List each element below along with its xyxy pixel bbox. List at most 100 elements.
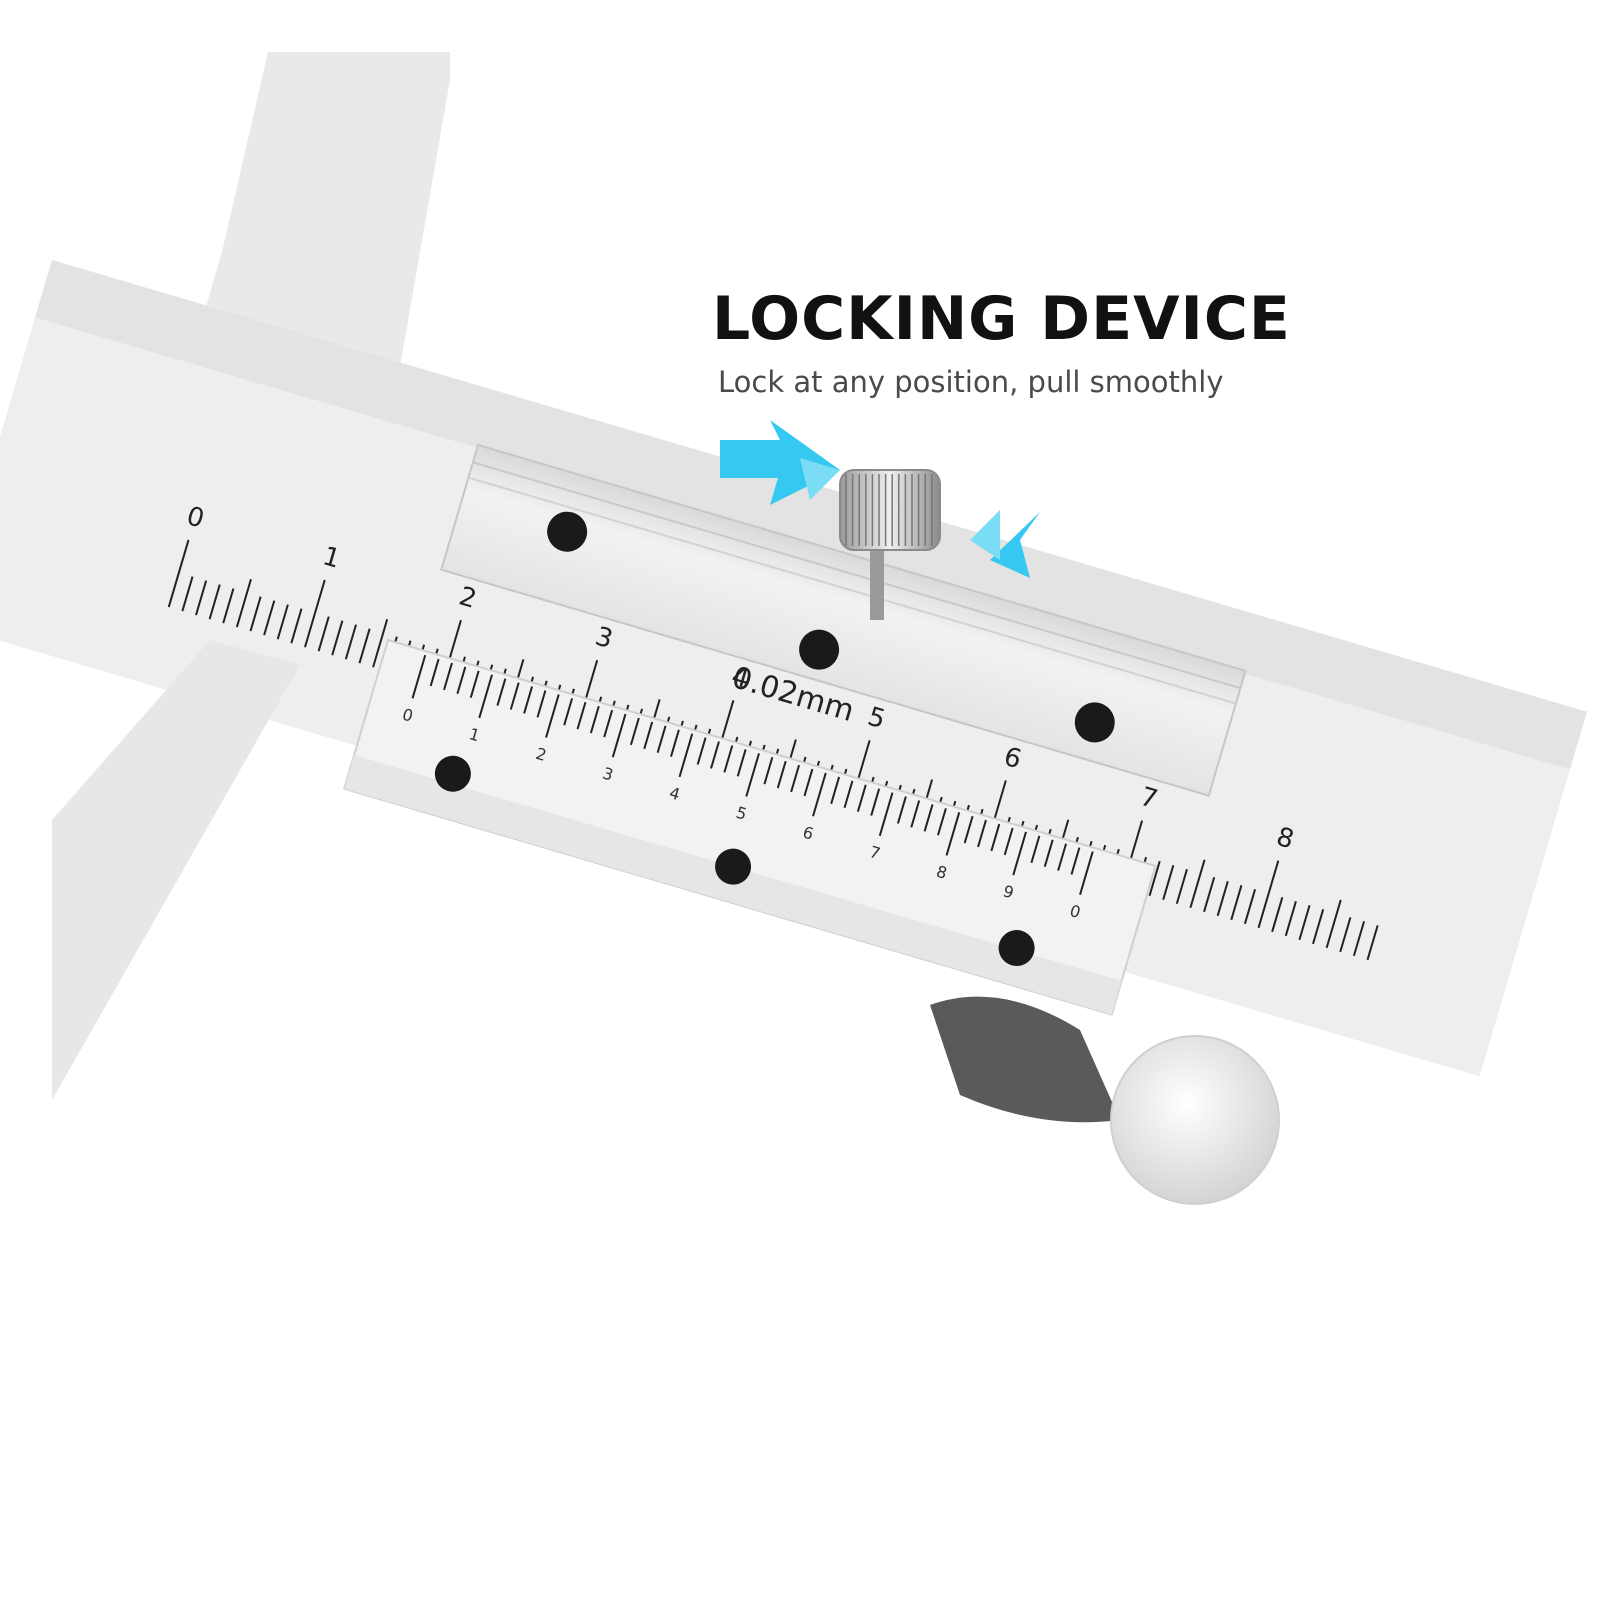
vernier-scale-tick: [896, 796, 907, 824]
main-scale-tick: [1175, 868, 1188, 905]
main-scale-tick: [317, 616, 330, 652]
main-scale-tick: [304, 579, 326, 648]
main-scale-tick: [1243, 888, 1257, 925]
vernier-scale-tick: [611, 713, 627, 758]
main-scale-tick: [344, 624, 357, 660]
main-scale-tick: [1203, 876, 1216, 913]
vernier-scale-tick: [736, 749, 747, 777]
bar-screw: [799, 629, 840, 670]
main-scale-tick: [1257, 860, 1280, 929]
vernier-scale-tick: [1070, 847, 1081, 875]
main-scale-tick: [372, 618, 389, 668]
vernier-scale-tick: [937, 808, 947, 836]
vernier-scale-tick: [1079, 851, 1094, 896]
main-scale-tick: [1162, 864, 1175, 901]
vernier-scale-tick: [429, 658, 440, 687]
bar-screw: [1074, 702, 1115, 743]
main-scale-tick: [1271, 897, 1284, 933]
vernier-scale-tick: [963, 815, 974, 844]
vernier-scale-tick: [1030, 835, 1041, 864]
main-scale-tick: [1148, 860, 1161, 897]
main-scale-tick: [167, 539, 190, 608]
vernier-scale-tick: [803, 768, 814, 797]
vernier-scale-tick: [878, 792, 894, 837]
main-scale-tick: [195, 580, 208, 616]
vernier-scale-tick: [629, 717, 640, 746]
thumb-wheel-dark: [930, 996, 1120, 1123]
main-scale-tick: [1284, 901, 1297, 937]
lower-fixed-jaw: [52, 640, 300, 1100]
vernier-scale-tick: [812, 772, 827, 817]
main-scale-tick: [276, 604, 289, 640]
vernier-scale-tick: [670, 729, 680, 757]
main-scale-tick: [1325, 899, 1342, 949]
vernier-scale-tick: [456, 666, 467, 695]
main-scale-tick: [358, 628, 371, 664]
double-arrow-left-icon: [970, 510, 1040, 578]
vernier-scale-tick: [745, 753, 760, 797]
main-scale-tick: [1216, 880, 1229, 917]
vernier-scale-tick: [678, 733, 694, 778]
bar-groove: [472, 461, 1241, 690]
main-scale-tick: [181, 576, 194, 612]
main-scale-tick: [331, 620, 344, 656]
double-arrow-right-icon: [720, 420, 840, 505]
locking-bar[interactable]: [440, 443, 1247, 797]
vernier-scale-tick: [1043, 839, 1054, 867]
main-scale-tick: [235, 578, 252, 628]
vernier-scale-tick: [790, 764, 800, 793]
vernier-scale-tick: [1057, 843, 1067, 871]
vernier-scale-tick: [763, 757, 774, 785]
vernier-scale-tick: [496, 678, 507, 706]
bar-screw: [547, 511, 588, 552]
main-scale-tick: [1230, 884, 1243, 921]
vernier-screw: [998, 930, 1035, 967]
main-scale-tick: [1298, 905, 1311, 941]
knurled-lock-screw-icon[interactable]: [839, 469, 941, 620]
locking-bar-group: 0.02mm: [440, 443, 1247, 797]
vernier-scale-tick: [990, 823, 1001, 852]
vernier-scale-tick: [443, 662, 453, 691]
thumb-wheel-icon[interactable]: [1110, 1035, 1280, 1205]
vernier-screw: [434, 755, 471, 792]
vernier-scale-tick: [643, 721, 654, 750]
vernier-scale-tick: [523, 686, 534, 714]
vernier-scale-tick: [945, 812, 961, 856]
vernier-scale-tick: [870, 788, 881, 816]
vernier-scale-tick: [478, 674, 493, 719]
main-scale-tick: [290, 608, 303, 644]
vernier-scale-tick: [696, 737, 707, 765]
vernier-scale-tick: [843, 780, 854, 809]
vernier-scale-tick: [830, 776, 841, 805]
main-scale-tick: [1352, 921, 1366, 957]
vernier-scale-tick: [910, 800, 921, 828]
vernier-scale-tick: [656, 725, 667, 753]
vernier-scale-tick: [509, 682, 520, 710]
vernier-scale-tick: [411, 654, 427, 699]
feature-title: LOCKING DEVICE: [712, 284, 1291, 354]
vernier-scale-tick: [723, 745, 734, 773]
main-beam: [0, 260, 1587, 1077]
vernier-scale-tick: [1003, 827, 1014, 856]
main-scale-tick: [263, 600, 276, 636]
vernier-scale-tick: [589, 705, 600, 734]
vernier-scale-tick: [536, 690, 547, 718]
main-scale-tick: [1339, 917, 1352, 953]
beam-bevel: [35, 260, 1587, 770]
vernier-scale-tick: [469, 670, 480, 698]
main-scale-tick: [1189, 859, 1206, 909]
vernier-screw: [715, 848, 752, 885]
vernier-scale-tick: [603, 709, 614, 738]
main-scale-tick: [249, 596, 262, 632]
bar-groove: [468, 476, 1237, 705]
vernier-scale-tick: [856, 784, 867, 812]
vernier-scale-tick: [576, 701, 587, 730]
main-scale-tick: [222, 588, 235, 624]
vernier-scale-tick: [710, 741, 720, 769]
vernier-scale-tick: [563, 698, 574, 726]
